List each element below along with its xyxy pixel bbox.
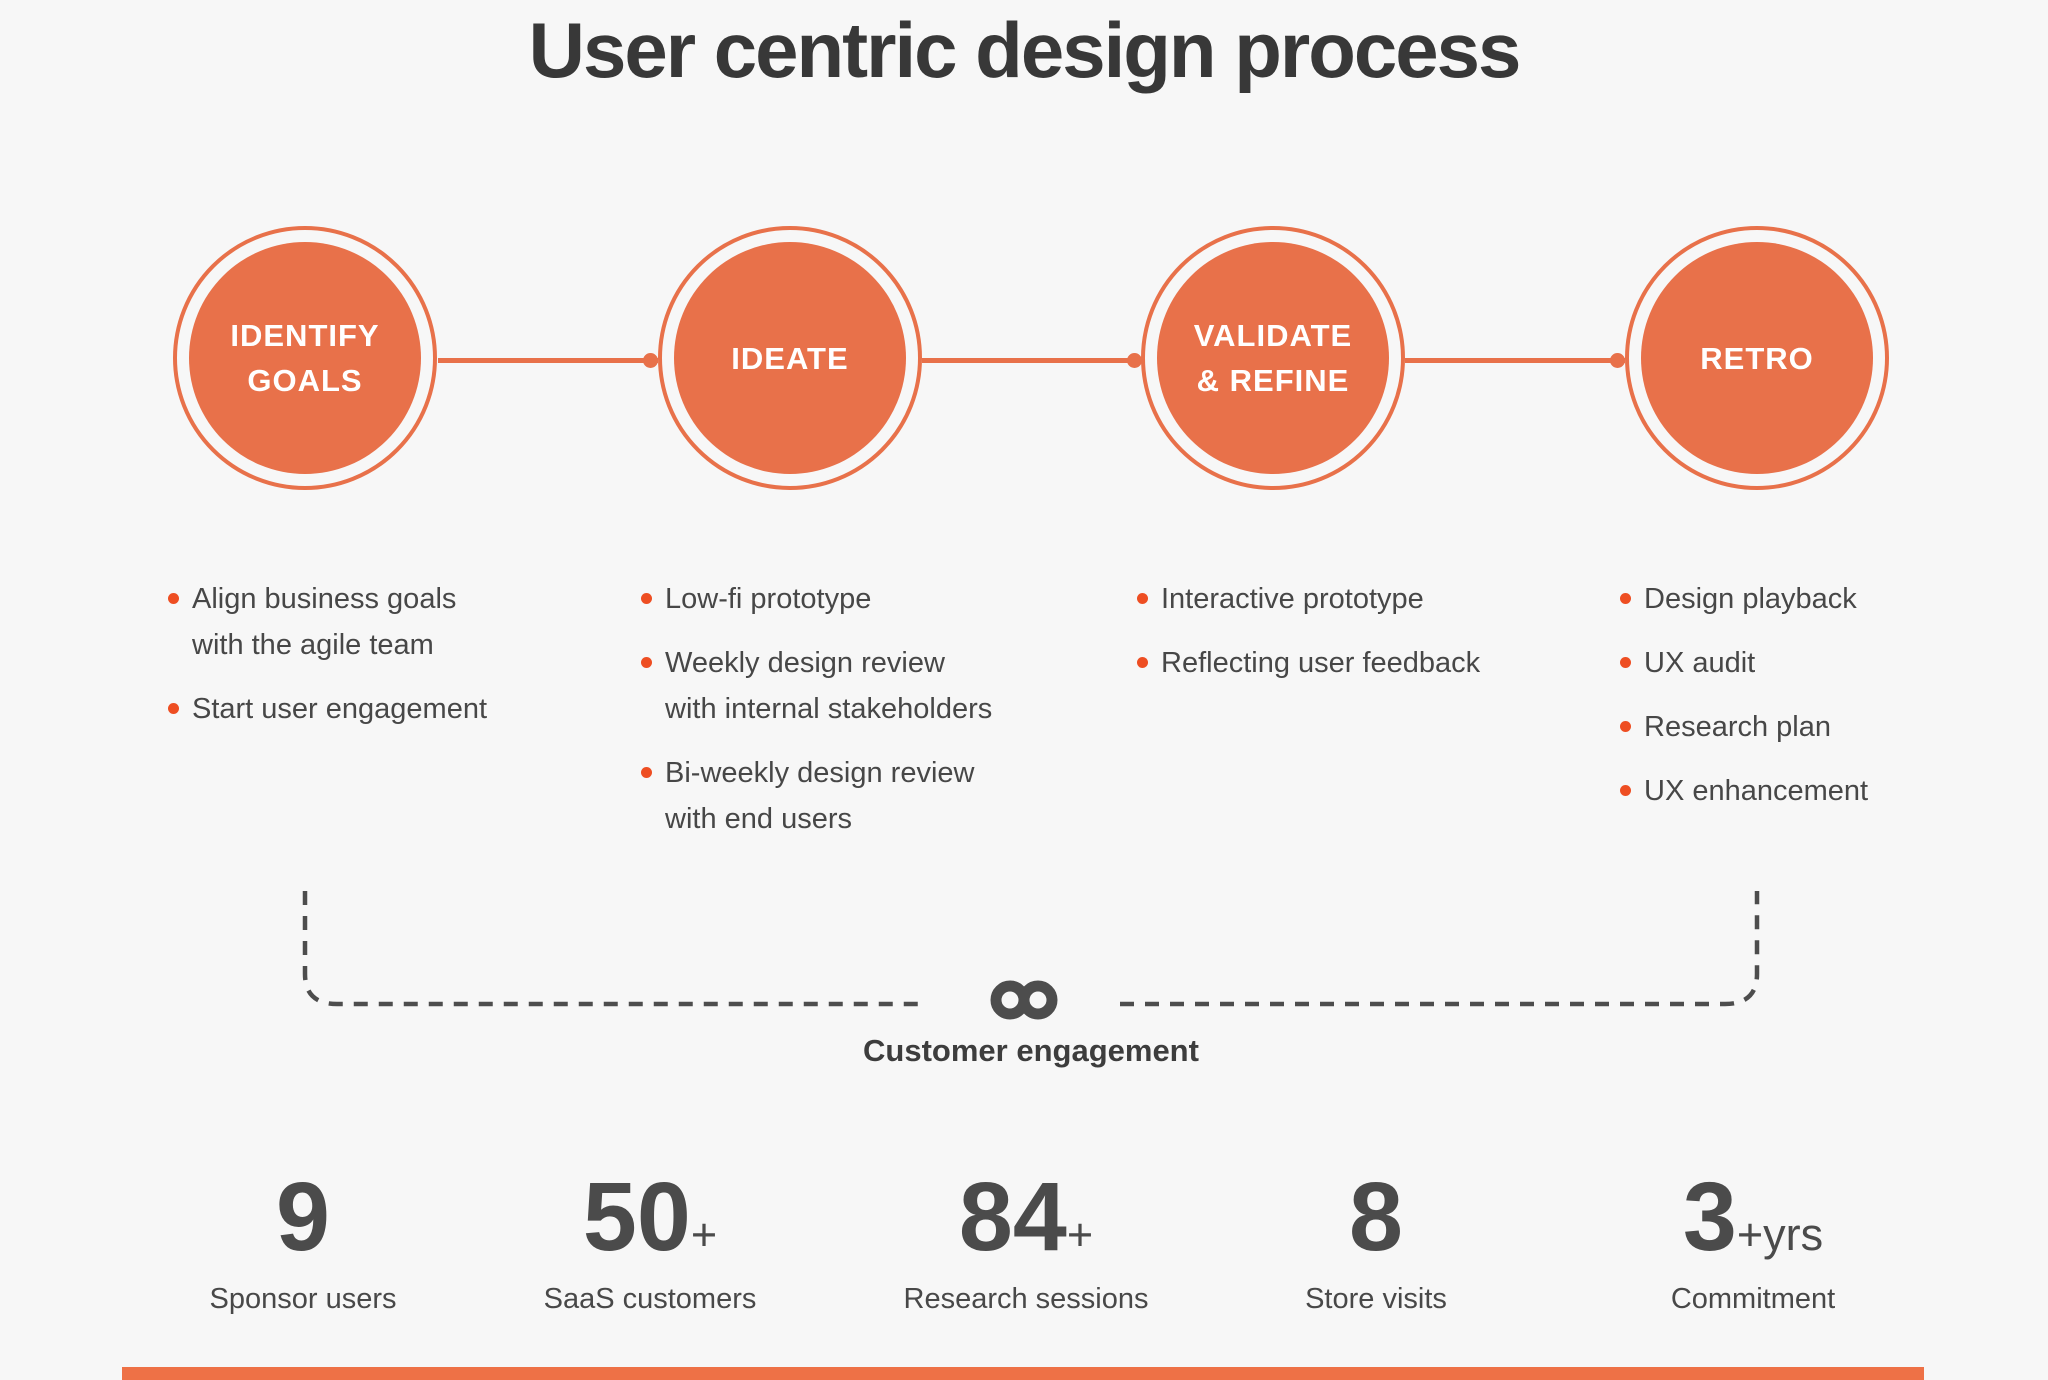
page-title: User centric design process — [528, 6, 1522, 94]
bullet-item: Align business goals with the agile team — [168, 576, 498, 668]
bullet-item: Bi-weekly design review with end users — [641, 750, 1003, 842]
stat-saas-customers: 50+ SaaS customers — [450, 1168, 850, 1316]
stat-label: Commitment — [1670, 1283, 1836, 1315]
connector-line — [1405, 353, 1625, 368]
stat-value: 3 — [1682, 1162, 1737, 1271]
stat-label: Sponsor users — [209, 1283, 397, 1315]
bullet-item: Research plan — [1620, 704, 1950, 750]
stat-number: 9 — [103, 1168, 503, 1265]
bullet-text: Low-fi prototype — [665, 583, 872, 615]
bullet-dot-icon — [1137, 593, 1148, 604]
bullet-text: Start user engagement — [192, 693, 488, 725]
bullet-dot-icon — [1620, 785, 1631, 796]
stage-label: RETRO — [1700, 340, 1814, 376]
bullet-text: Research plan — [1644, 711, 1831, 743]
connector-line — [438, 353, 658, 368]
stat-number: 8 — [1176, 1168, 1576, 1265]
stat-label: SaaS customers — [543, 1283, 757, 1315]
stage-circle-fill: VALIDATE & REFINE — [1157, 242, 1389, 474]
bullet-text: Design playback — [1644, 583, 1857, 615]
bullet-text: UX enhancement — [1644, 775, 1869, 807]
stat-sponsor-users: 9 Sponsor users — [103, 1168, 503, 1316]
stat-value: 9 — [276, 1162, 330, 1271]
stat-label: Store visits — [1305, 1283, 1447, 1315]
stat-value: 8 — [1349, 1162, 1403, 1271]
stat-commitment: 3+yrs Commitment — [1553, 1168, 1953, 1316]
stage-circle-ideate: IDEATE — [658, 226, 922, 490]
stat-suffix: + — [690, 1209, 718, 1260]
bullet-dot-icon — [168, 593, 179, 604]
bullet-list-retro: Design playback UX audit Research plan U… — [1620, 576, 1950, 832]
bullet-list-identify-goals: Align business goals with the agile team… — [168, 576, 498, 750]
bullet-text: Align business goals with the agile team — [192, 583, 457, 661]
bullet-list-validate-refine: Interactive prototype Reflecting user fe… — [1137, 576, 1547, 704]
connector-line — [922, 353, 1142, 368]
bullet-dot-icon — [1137, 657, 1148, 668]
bullet-dot-icon — [1620, 721, 1631, 732]
bullet-text: Weekly design review with internal stake… — [665, 647, 993, 725]
bullet-item: Interactive prototype — [1137, 576, 1547, 622]
bullet-text: Interactive prototype — [1161, 583, 1424, 615]
bullet-item: UX enhancement — [1620, 768, 1950, 814]
bullet-item: Start user engagement — [168, 686, 498, 732]
bullet-dot-icon — [1620, 593, 1631, 604]
bullet-text: Bi-weekly design review with end users — [665, 757, 975, 835]
stat-label: Research sessions — [903, 1283, 1149, 1315]
bullet-item: Design playback — [1620, 576, 1950, 622]
bottom-accent-bar — [122, 1367, 1924, 1380]
stage-circle-fill: IDENTIFY GOALS — [189, 242, 421, 474]
bullet-item: Weekly design review with internal stake… — [641, 640, 1003, 732]
bullet-item: Reflecting user feedback — [1137, 640, 1547, 686]
stage-label: IDENTIFY GOALS — [230, 318, 380, 398]
stat-suffix: + — [1066, 1209, 1094, 1260]
stat-value: 50 — [582, 1162, 691, 1271]
stage-circle-fill: RETRO — [1641, 242, 1873, 474]
stat-number: 50+ — [450, 1168, 850, 1265]
stat-research-sessions: 84+ Research sessions — [826, 1168, 1226, 1316]
bullet-dot-icon — [641, 767, 652, 778]
stage-circle-identify-goals: IDENTIFY GOALS — [173, 226, 437, 490]
bullet-text: UX audit — [1644, 647, 1756, 679]
stage-circle-retro: RETRO — [1625, 226, 1889, 490]
stat-store-visits: 8 Store visits — [1176, 1168, 1576, 1316]
bullet-list-ideate: Low-fi prototype Weekly design review wi… — [641, 576, 1003, 860]
stat-value: 84 — [958, 1162, 1067, 1271]
bullet-dot-icon — [641, 657, 652, 668]
stage-label: IDEATE — [731, 340, 849, 376]
bullet-dot-icon — [168, 703, 179, 714]
stat-suffix: +yrs — [1736, 1209, 1824, 1260]
stage-circle-validate-refine: VALIDATE & REFINE — [1141, 226, 1405, 490]
stat-number: 3+yrs — [1553, 1168, 1953, 1265]
infinity-icon — [990, 980, 1058, 1020]
bullet-text: Reflecting user feedback — [1161, 647, 1481, 679]
bullet-item: UX audit — [1620, 640, 1950, 686]
stage-label: VALIDATE & REFINE — [1193, 318, 1353, 398]
stat-number: 84+ — [826, 1168, 1226, 1265]
bullet-item: Low-fi prototype — [641, 576, 1003, 622]
customer-engagement-label: Customer engagement — [863, 1033, 1199, 1068]
bullet-dot-icon — [641, 593, 652, 604]
bullet-dot-icon — [1620, 657, 1631, 668]
stage-circle-fill: IDEATE — [674, 242, 906, 474]
